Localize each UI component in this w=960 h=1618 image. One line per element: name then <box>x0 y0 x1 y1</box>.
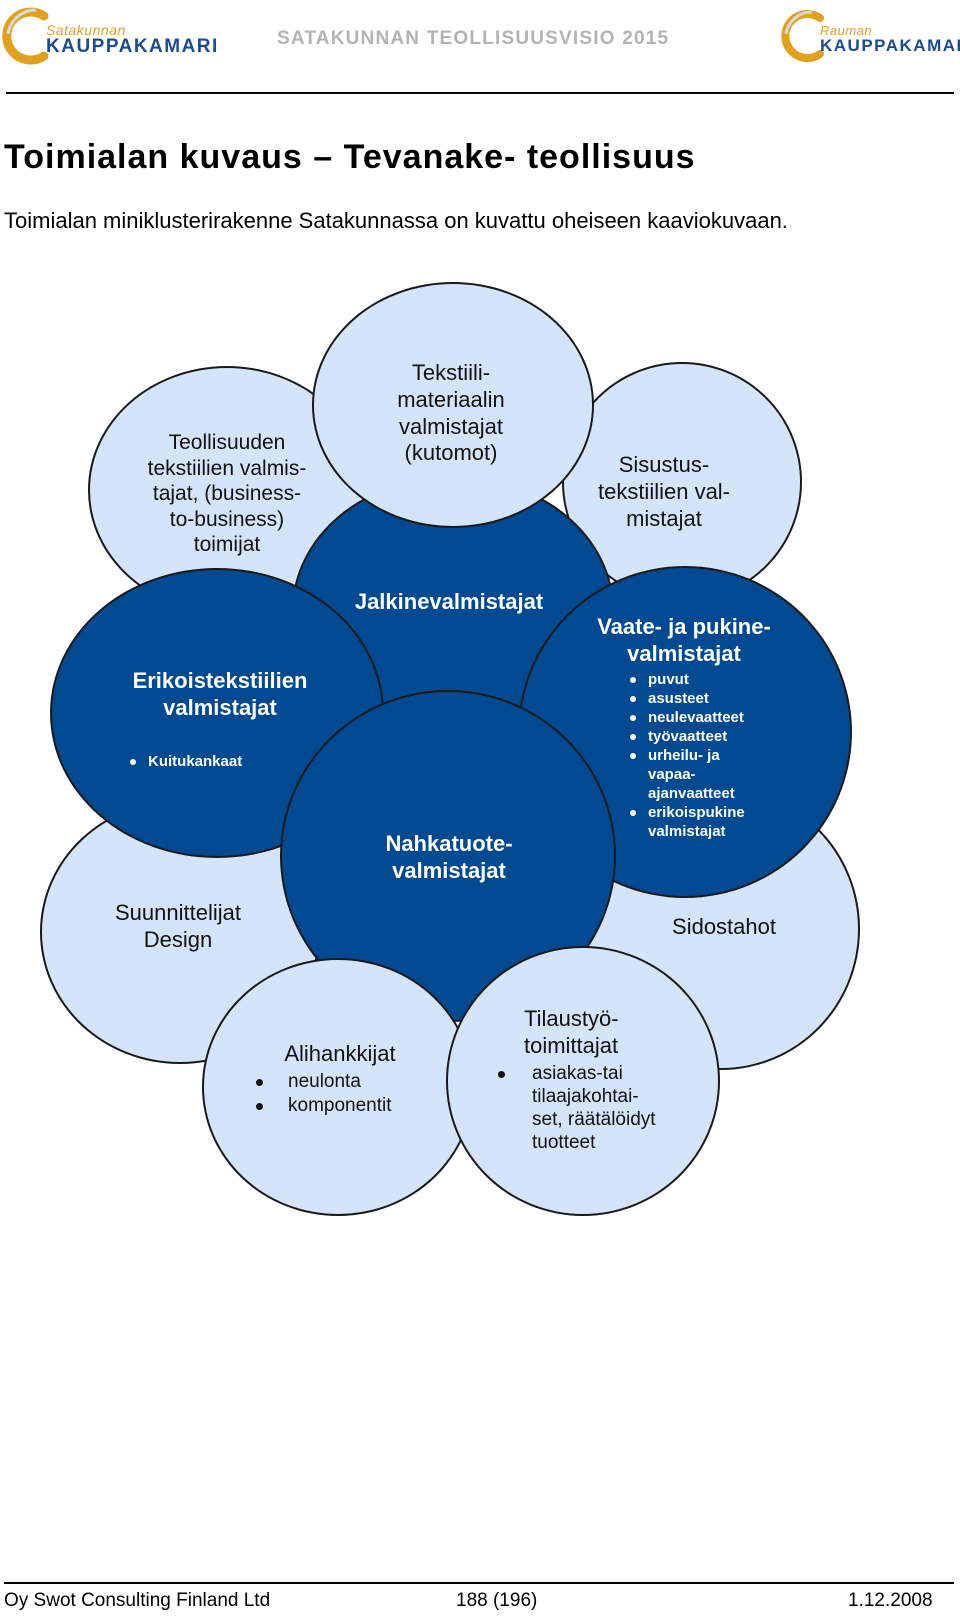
header-title: SATAKUNNAN TEOLLISUUSVISIO 2015 <box>277 28 670 49</box>
special-textiles-list: Kuitukankaat <box>126 752 242 771</box>
list-item: erikoispukine valmistajat <box>626 803 745 841</box>
label-textile-material: Tekstiili- materiaalin valmistajat (kuto… <box>397 360 505 466</box>
label-industrial: Teollisuuden tekstiilien valmis- tajat, … <box>147 431 307 557</box>
label-designers: Suunnittelijat Design <box>115 900 241 952</box>
footer-divider <box>4 1582 954 1584</box>
header-divider <box>6 92 954 94</box>
logo-right-big: KAUPPAKAMARI <box>820 36 960 55</box>
label-clothing: Vaate- ja pukine- valmistajat <box>597 614 771 666</box>
list-item: neulonta <box>252 1070 392 1094</box>
logo-c-icon <box>2 7 49 65</box>
footer-company: Oy Swot Consulting Finland Ltd <box>4 1590 271 1611</box>
list-item: urheilu- ja vapaa- ajanvaatteet <box>626 746 745 803</box>
footer-page-number: 188 (196) <box>456 1590 538 1611</box>
list-item: työvaatteet <box>626 727 745 746</box>
logo-right-small: Rauman <box>820 23 873 38</box>
list-item: neulevaatteet <box>626 708 745 727</box>
list-item: asiakas-tai tilaajakohtai- set, räätälöi… <box>494 1062 656 1154</box>
label-leather: Nahkatuote- valmistajat <box>385 831 513 883</box>
subcontractors-list: neulonta komponentit <box>252 1070 392 1118</box>
logo-left-small: Satakunnan <box>46 22 126 38</box>
intro-text: Toimialan miniklusterirakenne Satakunnas… <box>4 208 788 233</box>
footer-date: 1.12.2008 <box>848 1590 933 1611</box>
list-item: puvut <box>626 670 745 689</box>
label-stakeholders: Sidostahot <box>672 914 776 939</box>
logo-left-big: KAUPPAKAMARI <box>46 36 219 57</box>
label-order-work: Tilaustyö- toimittajat <box>524 1006 619 1058</box>
circle-order-work <box>446 946 720 1216</box>
page-title: Toimialan kuvaus – Tevanake- teollisuus <box>4 138 696 176</box>
satakunnan-kauppakamari-logo: Satakunnan KAUPPAKAMARI <box>0 4 217 66</box>
clothing-list: puvut asusteet neulevaatteet työvaatteet… <box>626 670 745 841</box>
list-item: komponentit <box>252 1094 392 1118</box>
logo-c-icon <box>781 10 824 62</box>
cluster-diagram: Teollisuuden tekstiilien valmis- tajat, … <box>0 280 960 1260</box>
label-footwear: Jalkinevalmistajat <box>354 589 544 614</box>
label-interior: Sisustus- tekstiilien val- mistajat <box>597 452 731 531</box>
circle-subcontractors <box>202 958 474 1216</box>
list-item: Kuitukankaat <box>126 752 242 771</box>
list-item: asusteet <box>626 689 745 708</box>
label-subcontractors: Alihankkijat <box>284 1041 396 1066</box>
order-work-list: asiakas-tai tilaajakohtai- set, räätälöi… <box>494 1062 656 1154</box>
rauman-kauppakamari-logo: Rauman KAUPPAKAMARI <box>780 4 960 66</box>
label-special-textiles: Erikoistekstiilien valmistajat <box>132 668 308 720</box>
circle-textile-material <box>312 282 594 528</box>
